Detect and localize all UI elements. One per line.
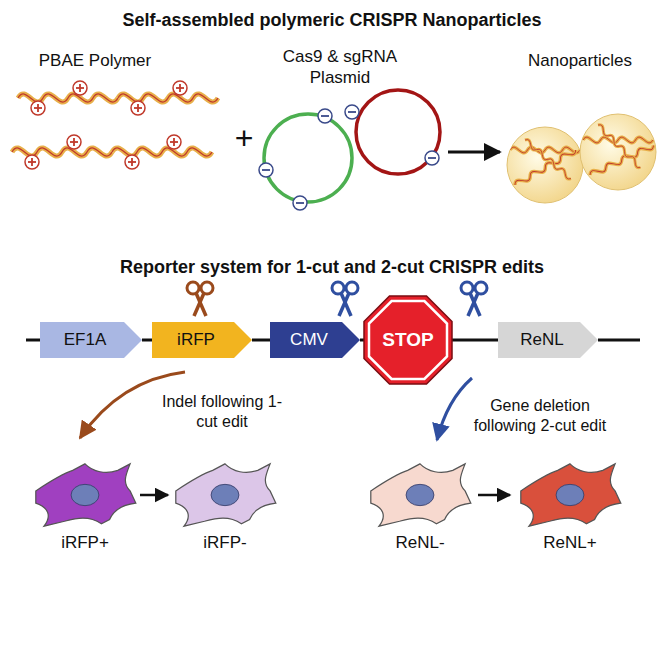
- annotation-label: ReNL+: [525, 532, 615, 553]
- transition-arrow: [140, 494, 168, 497]
- nanoparticles: [507, 114, 656, 203]
- plus-sign: +: [224, 118, 264, 158]
- gene-element-arrow: EF1A: [40, 322, 142, 358]
- dna-track: [598, 339, 640, 342]
- annotation-label: Indel following 1-cut edit: [157, 392, 287, 432]
- shape-fill: [40, 322, 142, 358]
- gene-element-arrow: CMV: [270, 322, 360, 358]
- stop-cassette: STOP: [364, 296, 452, 384]
- shape-fill: [498, 322, 598, 358]
- cas9-cut-site: [187, 282, 213, 316]
- cas9-cut-site: [461, 282, 487, 316]
- plasmids: [259, 90, 440, 210]
- element-name: STOP: [364, 296, 452, 384]
- annotation-label: iRFP-: [180, 532, 270, 553]
- annotation-label: PBAE Polymer: [15, 50, 175, 71]
- dna-track: [452, 339, 498, 342]
- dna-track: [142, 339, 152, 342]
- gene-element-arrow: iRFP: [152, 322, 252, 358]
- dna-track: [252, 339, 270, 342]
- cells: [36, 464, 621, 526]
- shape-fill: [270, 322, 360, 358]
- cas9-cut-site: [332, 282, 358, 316]
- annotation-label: Cas9 & sgRNA Plasmid: [275, 46, 405, 89]
- element-name: iRFP: [152, 322, 252, 358]
- element-name: CMV: [270, 322, 360, 358]
- assembly-arrow: [448, 151, 500, 154]
- dna-track: [26, 339, 42, 342]
- element-name: ReNL: [498, 322, 598, 358]
- outcome-arrow: [437, 378, 472, 440]
- section-heading: Self-assembled polymeric CRISPR Nanopart…: [0, 10, 664, 31]
- annotation-label: Nanoparticles: [505, 50, 655, 71]
- gene-element-arrow: ReNL: [498, 322, 598, 358]
- section-heading: Reporter system for 1-cut and 2-cut CRIS…: [32, 256, 632, 279]
- shape-fill: [364, 296, 452, 384]
- polymer-strands: [12, 81, 218, 169]
- annotation-label: Gene deletion following 2-cut edit: [460, 396, 620, 436]
- transition-arrow: [478, 494, 510, 497]
- annotation-label: ReNL-: [375, 532, 465, 553]
- shape-fill: [152, 322, 252, 358]
- annotation-label: iRFP+: [40, 532, 130, 553]
- element-name: EF1A: [40, 322, 142, 358]
